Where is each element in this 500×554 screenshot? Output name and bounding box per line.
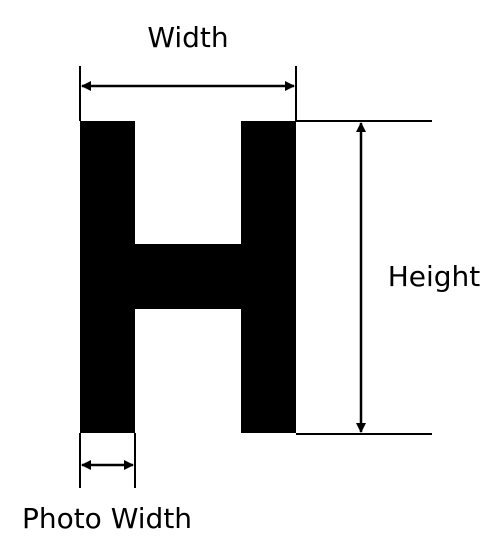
width-label: Width: [147, 21, 228, 54]
width-dimension: Width: [79, 21, 297, 121]
height-dimension: Height: [296, 120, 481, 435]
h-left-stem: [80, 121, 135, 433]
h-right-stem: [241, 121, 296, 433]
h-crossbar: [135, 244, 241, 309]
photo-width-dimension: Photo Width: [22, 433, 192, 535]
photo-width-label: Photo Width: [22, 502, 192, 535]
height-label: Height: [388, 260, 481, 293]
letter-h-shape: [80, 121, 296, 433]
